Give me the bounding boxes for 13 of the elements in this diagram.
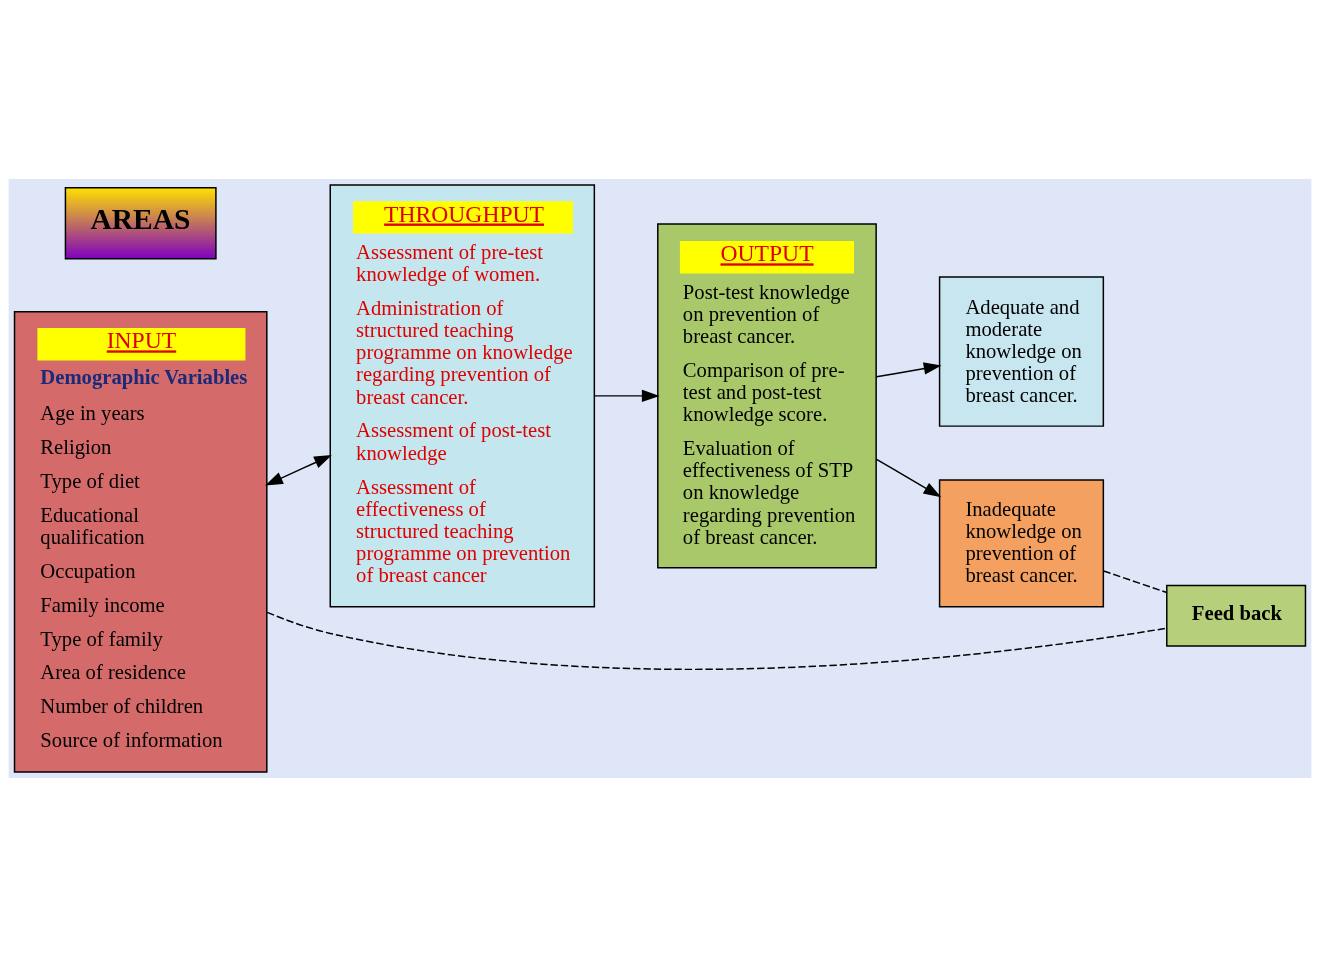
connector — [266, 611, 1168, 670]
connector — [1102, 569, 1168, 593]
node-box: THROUGHPUT Assessment of pre-test knowledge of women. Administration of structured teaching programme on knowledge regarding prevention of breast cancer. Assessment of post-test knowledge Assessment of effectiveness of structured teaching programme on prevention of breast cancer — [329, 183, 596, 608]
arrow — [875, 361, 942, 378]
arrow — [875, 458, 942, 497]
node-box: Feed back — [1166, 584, 1307, 647]
node-box: AREAS — [64, 186, 217, 259]
node-box: Inadequate knowledge on prevention of breast cancer. — [938, 478, 1105, 608]
node-box: INPUT Demographic Variables Age in years Religion Type of diet Educational qualification Occupation Family income Type of family Area of residence Number of children Source of information — [13, 310, 268, 773]
arrow — [593, 389, 660, 402]
node-box: OUTPUT Post-test knowledge on prevention of breast cancer. Comparison of pre-test and post-test knowledge score. Evaluation of effectiveness of STP on knowledge regarding prevention of breast cancer. — [657, 222, 877, 568]
arrow — [265, 454, 332, 486]
node-box: Adequate and moderate knowledge on prevention of breast cancer. — [938, 275, 1105, 427]
